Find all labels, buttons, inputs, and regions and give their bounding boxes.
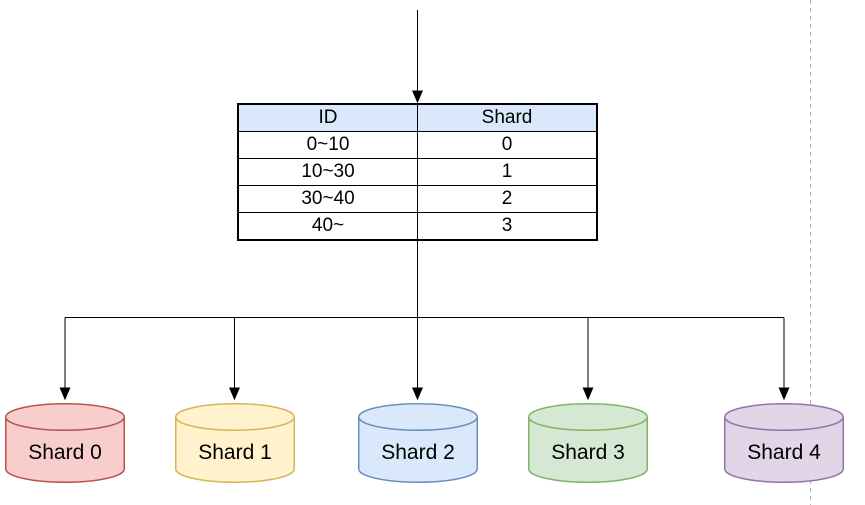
cylinder-body — [5, 403, 125, 483]
arrowhead-shard-2 — [412, 387, 423, 401]
table-row: 10~30 1 — [237, 158, 598, 186]
table-header-cell-id: ID — [237, 103, 418, 132]
arrowhead-shard-4 — [778, 387, 790, 401]
arrowhead-shard-1 — [229, 387, 240, 401]
table-row: 30~40 2 — [237, 185, 598, 213]
shard-1-label: Shard 1 — [198, 441, 272, 464]
routing-table: ID Shard 0~10 0 10~30 1 30~40 2 40~ 3 — [237, 103, 598, 241]
cylinder-body — [358, 403, 478, 483]
shard-1-cylinder: Shard 1 — [175, 403, 295, 483]
arrowhead-shard-0 — [59, 387, 71, 401]
table-cell-shard-num: 1 — [417, 158, 598, 186]
table-header-cell-shard: Shard — [417, 103, 598, 132]
table-row: 0~10 0 — [237, 131, 598, 159]
table-cell-id-range: 0~10 — [237, 131, 418, 159]
shard-0-cylinder: Shard 0 — [5, 403, 125, 483]
incoming-arrowhead — [412, 90, 423, 104]
cylinder-body — [528, 403, 648, 483]
shard-4-cylinder: Shard 4 — [724, 403, 844, 483]
cylinder-body — [175, 403, 295, 483]
cylinder-rim — [724, 416, 844, 431]
table-cell-shard-num: 3 — [417, 212, 598, 241]
cylinder-rim — [528, 416, 648, 431]
table-cell-id-range: 30~40 — [237, 185, 418, 213]
table-row: 40~ 3 — [237, 212, 598, 241]
shard-0-label: Shard 0 — [28, 441, 102, 464]
cylinder-body — [724, 403, 844, 483]
shard-3-cylinder: Shard 3 — [528, 403, 648, 483]
shard-4-label: Shard 4 — [747, 441, 821, 464]
table-cell-id-range: 10~30 — [237, 158, 418, 186]
shard-3-label: Shard 3 — [551, 441, 625, 464]
table-cell-shard-num: 2 — [417, 185, 598, 213]
table-header-row: ID Shard — [237, 103, 598, 132]
arrowhead-shard-3 — [582, 387, 594, 401]
cylinder-rim — [5, 416, 125, 431]
cylinder-rim — [175, 416, 295, 431]
table-cell-id-range: 40~ — [237, 212, 418, 241]
shard-2-label: Shard 2 — [381, 441, 455, 464]
table-cell-shard-num: 0 — [417, 131, 598, 159]
shard-2-cylinder: Shard 2 — [358, 403, 478, 483]
cylinder-rim — [358, 416, 478, 431]
